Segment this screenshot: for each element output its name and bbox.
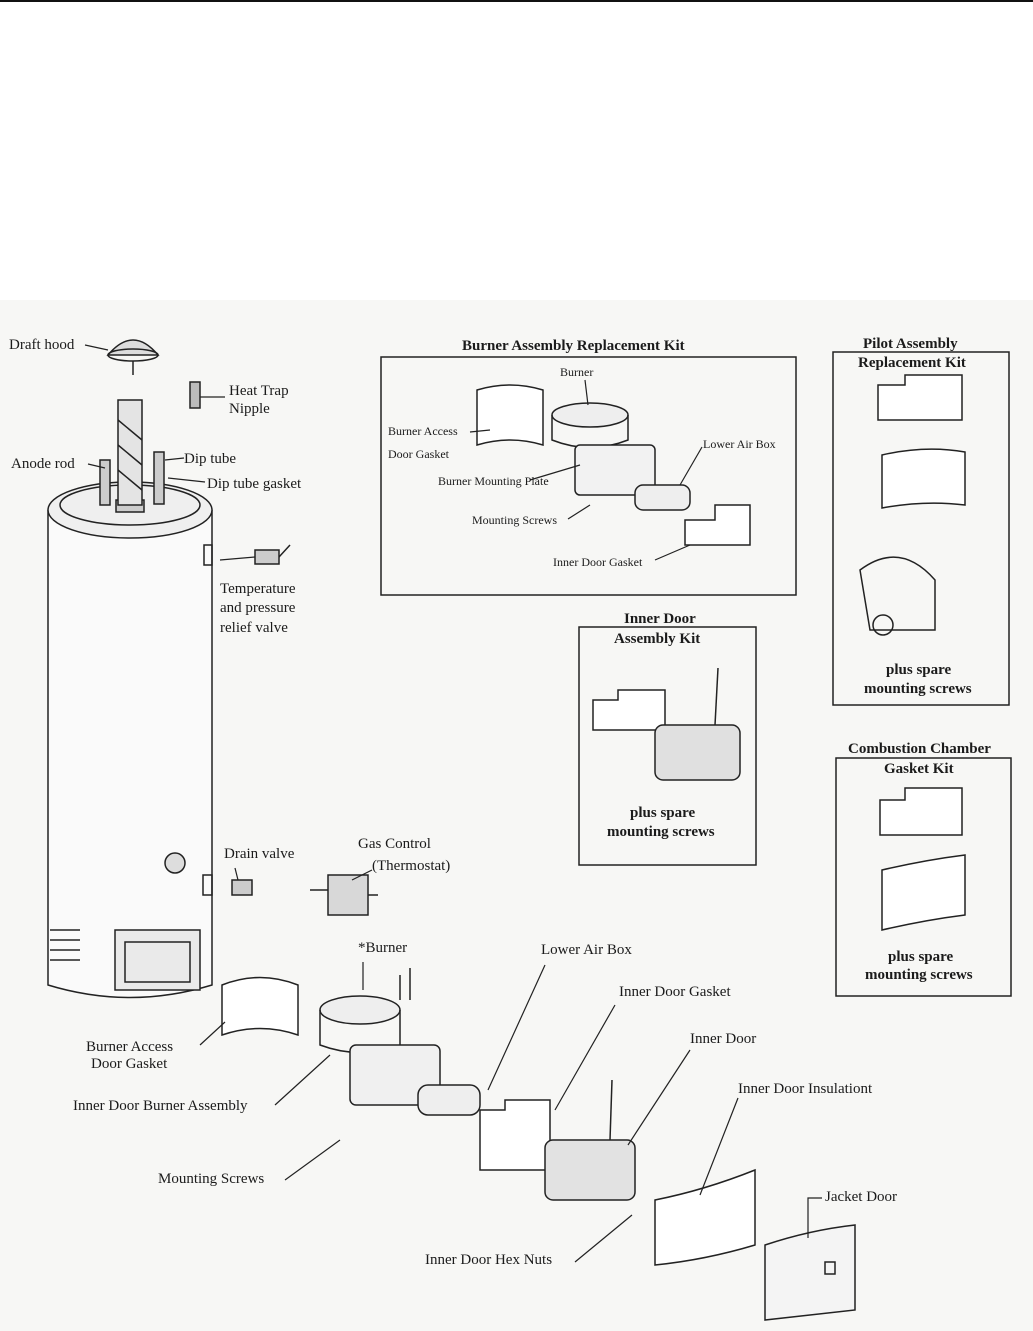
- label-draft-hood: Draft hood: [9, 337, 75, 353]
- burner-kit-drawing: [476, 384, 751, 546]
- inner-door-kit-title-2: Assembly Kit: [614, 631, 701, 647]
- combustion-kit-note-2: mounting screws: [865, 967, 973, 983]
- heat-trap-drawing: [189, 381, 201, 409]
- label-dip-tube-gasket: Dip tube gasket: [207, 476, 302, 492]
- pilot-kit-title-2: Replacement Kit: [858, 355, 966, 371]
- burner-kit-label-mounting-plate: Burner Mounting Plate: [438, 474, 549, 488]
- burner-kit-label-access-2: Door Gasket: [388, 447, 449, 461]
- flue-pipe: [117, 399, 143, 506]
- combustion-kit-note-1: plus spare: [888, 949, 954, 965]
- gas-control-drawing: [310, 874, 378, 916]
- label-inner-door-burner-assembly: Inner Door Burner Assembly: [73, 1098, 248, 1114]
- label-tp-valve-1: Temperature: [220, 581, 296, 597]
- burner-kit-title: Burner Assembly Replacement Kit: [462, 338, 685, 354]
- label-inner-door-gasket: Inner Door Gasket: [619, 984, 731, 1000]
- burner-kit-label-screws: Mounting Screws: [472, 513, 557, 527]
- label-jacket-door: Jacket Door: [825, 1189, 898, 1205]
- burner-kit-label-burner: Burner: [560, 365, 594, 379]
- label-drain-valve: Drain valve: [224, 846, 295, 862]
- pilot-kit-note-2: mounting screws: [864, 681, 972, 697]
- label-mounting-screws: Mounting Screws: [158, 1171, 265, 1187]
- inner-door-kit-box: [578, 626, 757, 866]
- combustion-kit-box: [835, 757, 1012, 997]
- label-tp-valve-2: and pressure: [220, 600, 296, 616]
- combustion-kit-title-1: Combustion Chamber: [848, 741, 991, 757]
- inner-door-kit-note-1: plus spare: [630, 805, 696, 821]
- label-lower-air-box: Lower Air Box: [541, 942, 632, 958]
- inner-door-kit-note-2: mounting screws: [607, 824, 715, 840]
- label-dip-tube: Dip tube: [184, 451, 237, 467]
- leader-lines: [84, 344, 822, 1263]
- pilot-kit-box: [832, 351, 1010, 706]
- insulation-drawing: [654, 1168, 756, 1266]
- label-inner-door-insulation: Inner Door Insulationt: [738, 1081, 873, 1097]
- label-access-gasket-1: Burner Access: [86, 1039, 174, 1055]
- label-heat-trap-1: Heat Trap: [229, 383, 289, 399]
- inner-door-kit-title-1: Inner Door: [624, 611, 696, 627]
- label-heat-trap-2: Nipple: [229, 401, 270, 417]
- burner-assembly-drawing: [319, 968, 441, 1106]
- lower-air-box-drawing: [417, 1084, 481, 1116]
- label-hex-nuts: Inner Door Hex Nuts: [425, 1252, 553, 1268]
- label-access-gasket-2: Door Gasket: [91, 1056, 168, 1072]
- label-inner-door: Inner Door: [690, 1031, 757, 1047]
- dip-tube-drawing: [153, 451, 165, 505]
- burner-kit-label-access-1: Burner Access: [388, 424, 458, 438]
- drain-valve-drawing: [231, 879, 253, 896]
- tp-valve-drawing: [254, 544, 291, 565]
- pilot-kit-title-1: Pilot Assembly: [863, 336, 958, 352]
- access-door-gasket-drawing: [221, 976, 299, 1037]
- label-gas-control-2: (Thermostat): [372, 858, 451, 874]
- burner-kit-label-inner-gasket: Inner Door Gasket: [553, 555, 643, 569]
- burner-kit-label-lower-air-box: Lower Air Box: [703, 437, 776, 451]
- combustion-kit-title-2: Gasket Kit: [884, 761, 954, 777]
- top-rule: [0, 0, 1033, 2]
- anode-rod-drawing: [99, 459, 111, 506]
- inner-door-kit-drawing: [592, 667, 741, 781]
- label-gas-control-1: Gas Control: [358, 836, 431, 852]
- inner-door-drawing: [544, 1079, 636, 1201]
- label-anode-rod: Anode rod: [11, 456, 75, 472]
- label-tp-valve-3: relief valve: [220, 620, 288, 636]
- label-burner: *Burner: [358, 940, 408, 956]
- pilot-kit-note-1: plus spare: [886, 662, 952, 678]
- inner-door-gasket-drawing: [479, 1099, 551, 1171]
- combustion-kit-drawing: [879, 787, 966, 931]
- water-heater-tank: [47, 481, 213, 999]
- pilot-kit-drawing: [859, 374, 966, 636]
- draft-hood-drawing: [106, 339, 160, 375]
- burner-kit-box: [380, 356, 797, 596]
- jacket-door-drawing: [764, 1224, 856, 1321]
